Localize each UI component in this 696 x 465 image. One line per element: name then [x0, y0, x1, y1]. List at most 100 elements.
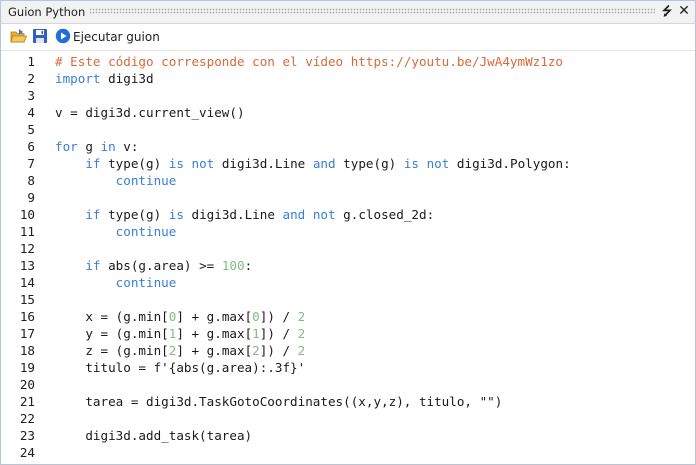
code-text[interactable]: continue — [55, 223, 177, 240]
code-line[interactable]: 16 x = (g.min[0] + g.max[0]) / 2 — [1, 308, 695, 325]
code-token: is — [168, 207, 184, 222]
panel-title: Guion Python — [8, 5, 86, 19]
code-line[interactable]: 10 if type(g) is digi3d.Line and not g.c… — [1, 206, 695, 223]
code-token: digi3d.Polygon: — [449, 156, 571, 171]
code-line[interactable]: 18 z = (g.min[2] + g.max[2]) / 2 — [1, 342, 695, 359]
code-editor[interactable]: 1 # Este código corresponde con el vídeo … — [1, 51, 695, 464]
code-text[interactable]: continue — [55, 274, 177, 291]
code-line[interactable]: 24 — [1, 444, 695, 461]
close-icon[interactable]: ✕ — [678, 3, 690, 19]
code-line[interactable]: 2 import digi3d — [1, 70, 695, 87]
line-number: 10 — [19, 207, 35, 222]
code-line[interactable]: 21 tarea = digi3d.TaskGotoCoordinates((x… — [1, 393, 695, 410]
code-token: 2 — [297, 326, 306, 341]
code-token — [55, 275, 116, 290]
drag-grip[interactable] — [89, 8, 655, 14]
save-icon[interactable] — [32, 28, 48, 44]
code-line[interactable]: 13 if abs(g.area) >= 100: — [1, 257, 695, 274]
code-text[interactable]: y = (g.min[1] + g.max[1]) / 2 — [55, 325, 305, 342]
line-number: 14 — [19, 275, 35, 290]
code-text[interactable]: if type(g) is digi3d.Line and not g.clos… — [55, 206, 434, 223]
code-token: g — [77, 139, 101, 154]
line-number: 19 — [19, 360, 35, 375]
code-token: if — [85, 156, 101, 171]
panel-titlebar[interactable]: Guion Python ⭍ ✕ — [1, 1, 695, 24]
code-line[interactable]: 7 if type(g) is not digi3d.Line and type… — [1, 155, 695, 172]
code-token: 2 — [168, 343, 177, 358]
code-token: ]) / — [259, 326, 298, 341]
code-text[interactable]: x = (g.min[0] + g.max[0]) / 2 — [55, 308, 305, 325]
open-folder-icon[interactable] — [10, 28, 28, 44]
code-token: in — [100, 139, 116, 154]
code-token: # Este código corresponde con el vídeo h… — [55, 54, 563, 69]
code-token: 0 — [168, 309, 177, 324]
code-text[interactable]: import digi3d — [55, 70, 154, 87]
code-token: v: — [115, 139, 139, 154]
code-token: tarea = digi3d.TaskGotoCoordinates((x,y,… — [55, 394, 503, 409]
code-token: digi3d.add_task(tarea) — [55, 428, 253, 443]
code-token: 2 — [297, 309, 306, 324]
pin-icon[interactable]: ⭍ — [662, 4, 672, 18]
code-token — [55, 224, 116, 239]
code-token: digi3d — [100, 71, 154, 86]
code-token: continue — [115, 275, 177, 290]
line-number: 3 — [27, 88, 35, 103]
code-token: import — [55, 71, 101, 86]
code-token: is not — [403, 156, 450, 171]
code-token: if — [85, 207, 101, 222]
code-line[interactable]: 3 — [1, 87, 695, 104]
code-text[interactable]: digi3d.add_task(tarea) — [55, 427, 252, 444]
line-number: 16 — [19, 309, 35, 324]
code-line[interactable]: 1 # Este código corresponde con el vídeo … — [1, 53, 695, 70]
code-text[interactable]: z = (g.min[2] + g.max[2]) / 2 — [55, 342, 305, 359]
code-token: and — [312, 156, 336, 171]
code-token: ] + g.max[ — [176, 309, 253, 324]
code-line[interactable]: 12 — [1, 240, 695, 257]
code-text[interactable]: titulo = f'{abs(g.area):.3f}' — [55, 359, 305, 376]
code-line[interactable]: 8 continue — [1, 172, 695, 189]
code-token: v = digi3d.current_view() — [55, 105, 245, 120]
code-text[interactable]: continue — [55, 172, 177, 189]
code-token: 100 — [221, 258, 245, 273]
code-line[interactable]: 5 — [1, 121, 695, 138]
code-token: titulo = f'{abs(g.area):.3f}' — [55, 360, 306, 375]
line-number: 4 — [27, 105, 35, 120]
code-token: type(g) — [335, 156, 404, 171]
code-text[interactable]: for g in v: — [55, 138, 138, 155]
code-token: and not — [282, 207, 336, 222]
code-token: 0 — [252, 309, 260, 324]
code-line[interactable]: 23 digi3d.add_task(tarea) — [1, 427, 695, 444]
code-line[interactable]: 11 continue — [1, 223, 695, 240]
code-line[interactable]: 17 y = (g.min[1] + g.max[1]) / 2 — [1, 325, 695, 342]
code-text[interactable]: # Este código corresponde con el vídeo h… — [55, 53, 563, 70]
run-script-button[interactable]: Ejecutar guion — [73, 30, 160, 44]
line-number: 5 — [27, 122, 35, 137]
code-text[interactable]: if type(g) is not digi3d.Line and type(g… — [55, 155, 571, 172]
code-token: 1 — [168, 326, 177, 341]
code-text[interactable]: v = digi3d.current_view() — [55, 104, 245, 121]
code-line[interactable]: 20 — [1, 376, 695, 393]
code-line[interactable]: 22 — [1, 410, 695, 427]
code-line[interactable]: 19 titulo = f'{abs(g.area):.3f}' — [1, 359, 695, 376]
code-line[interactable]: 14 continue — [1, 274, 695, 291]
line-number: 7 — [27, 156, 35, 171]
line-number: 24 — [19, 445, 35, 460]
code-line[interactable]: 15 — [1, 291, 695, 308]
toolbar: Ejecutar guion — [1, 24, 695, 51]
line-number: 1 — [27, 54, 35, 69]
code-token: g.closed_2d: — [335, 207, 435, 222]
line-number: 17 — [19, 326, 35, 341]
line-number: 20 — [19, 377, 35, 392]
code-text[interactable]: tarea = digi3d.TaskGotoCoordinates((x,y,… — [55, 393, 502, 410]
code-text[interactable]: if abs(g.area) >= 100: — [55, 257, 252, 274]
code-line[interactable]: 9 — [1, 189, 695, 206]
code-token: continue — [115, 224, 177, 239]
code-token: 2 — [297, 343, 306, 358]
code-line[interactable]: 4 v = digi3d.current_view() — [1, 104, 695, 121]
line-number: 2 — [27, 71, 35, 86]
code-token: x = (g.min[ — [55, 309, 169, 324]
run-icon[interactable] — [55, 28, 71, 44]
line-number: 22 — [19, 411, 35, 426]
